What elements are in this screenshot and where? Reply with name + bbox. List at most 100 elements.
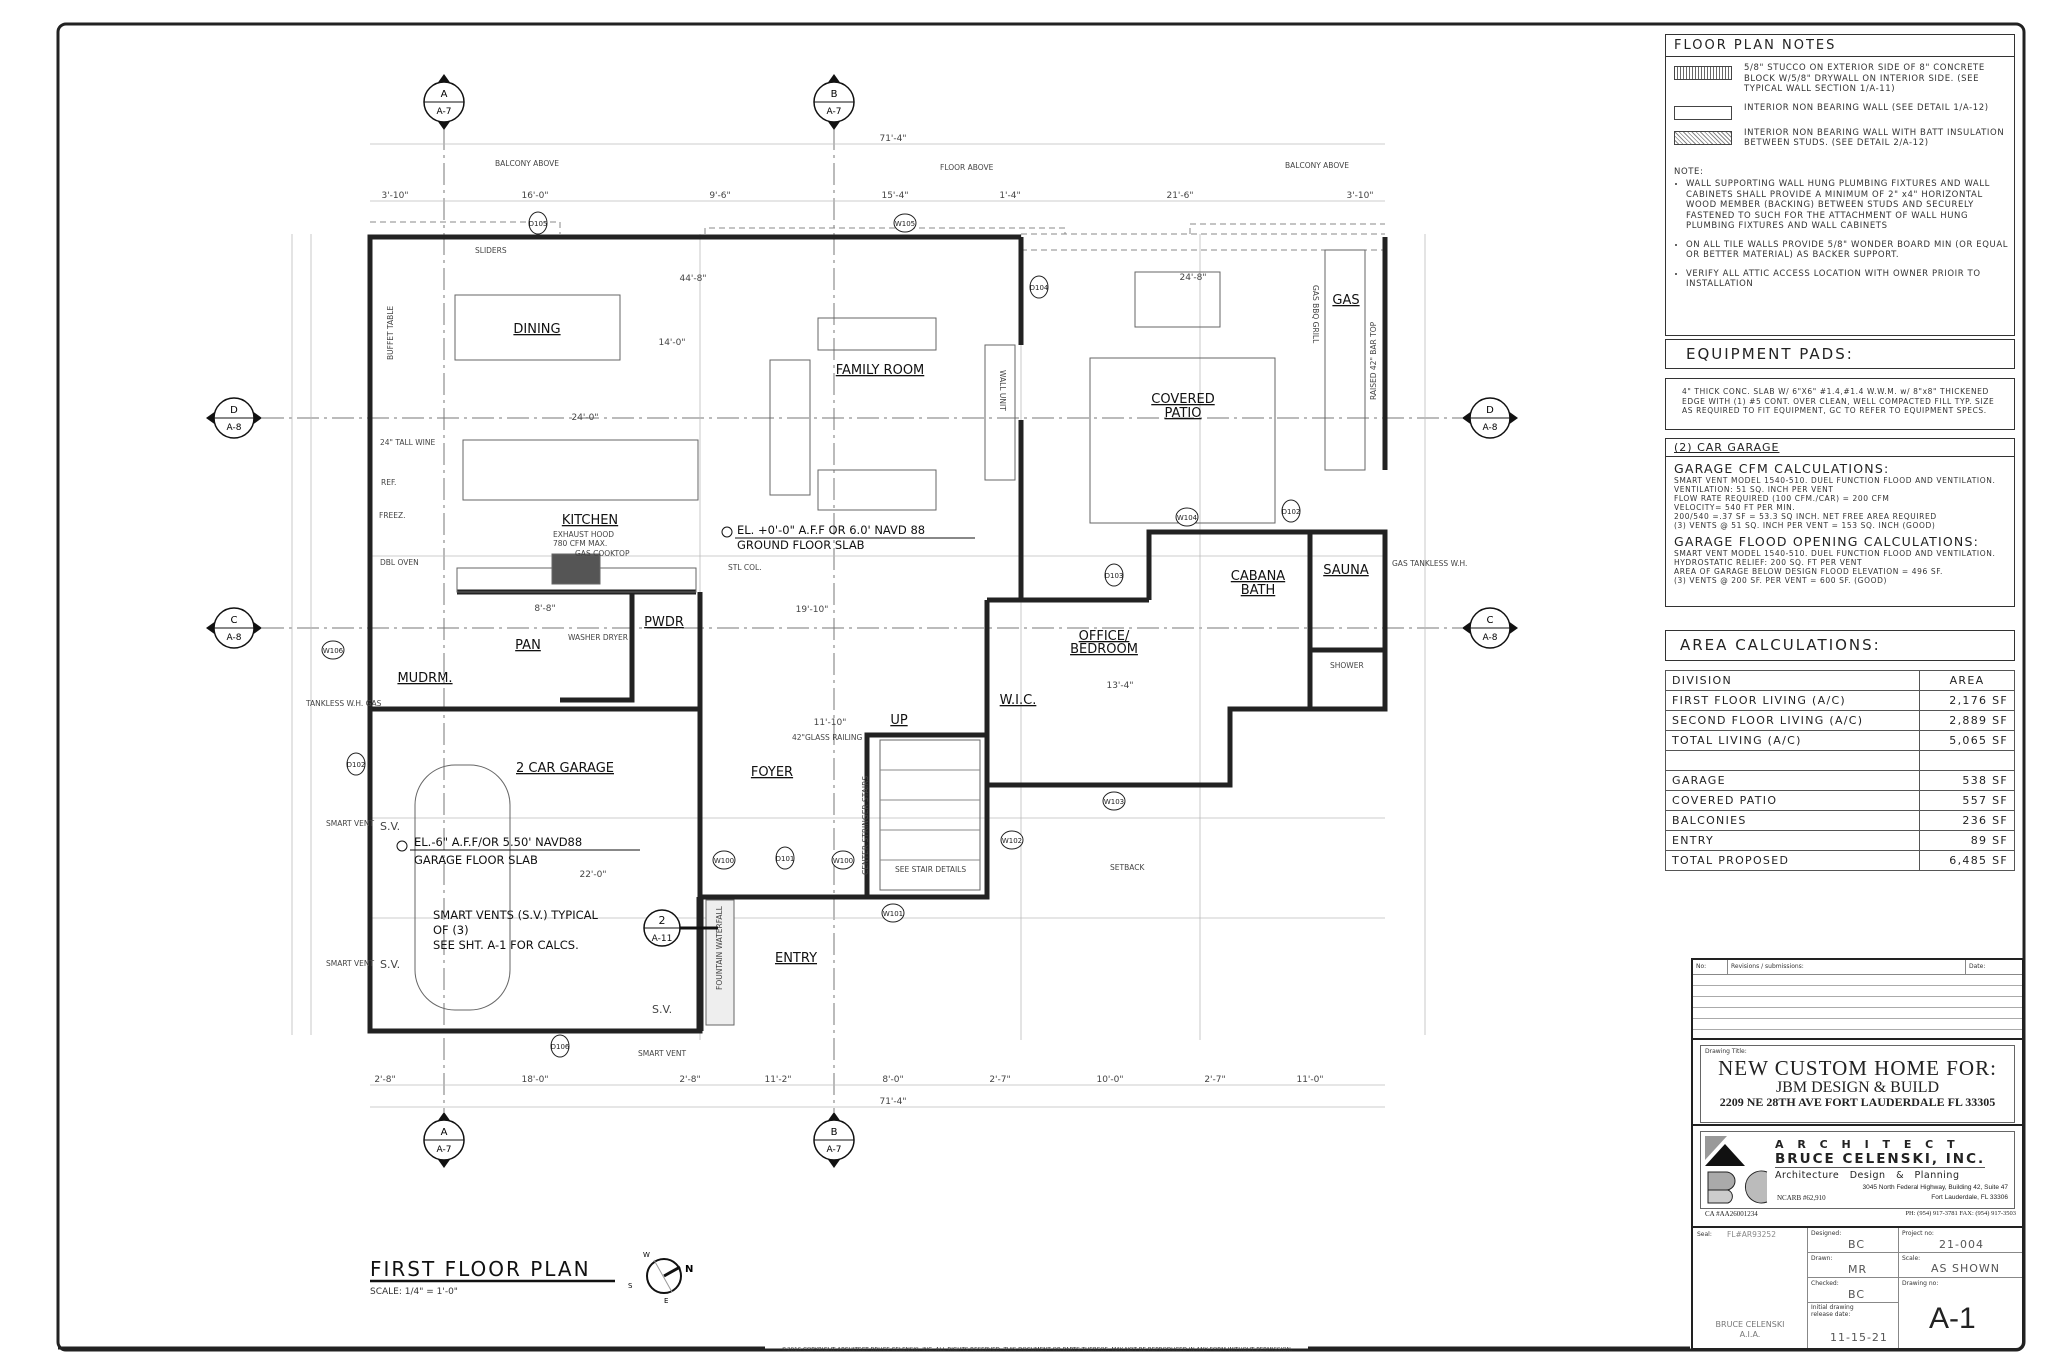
note-label: NOTE: bbox=[1674, 166, 1704, 177]
area-value: 89 SF bbox=[1919, 830, 2015, 851]
area-row bbox=[1665, 750, 2015, 771]
label-up: UP bbox=[890, 713, 908, 728]
svg-text:BEDROOM: BEDROOM bbox=[1070, 642, 1138, 657]
area-value: 538 SF bbox=[1919, 770, 2015, 791]
room-sauna: SAUNA bbox=[1323, 563, 1369, 578]
tv-wall-unit bbox=[984, 344, 1016, 481]
svg-text:24" TALL WINE: 24" TALL WINE bbox=[380, 438, 435, 447]
svg-text:8'-0": 8'-0" bbox=[882, 1075, 903, 1085]
room-pantry: PAN bbox=[515, 638, 541, 653]
window-tag: W103 bbox=[1102, 791, 1126, 811]
svg-text:10'-0": 10'-0" bbox=[1096, 1075, 1123, 1085]
sofa-front bbox=[817, 469, 937, 511]
ground-elevation: EL. +0'-0" A.F.F OR 6.0' NAVD 88 bbox=[737, 523, 925, 537]
room-office: OFFICE/ bbox=[1079, 629, 1130, 644]
svg-text:780 CFM MAX.: 780 CFM MAX. bbox=[553, 539, 607, 548]
svg-text:A-8: A-8 bbox=[1483, 423, 1498, 433]
svg-text:24'-8": 24'-8" bbox=[1179, 273, 1206, 283]
svg-text:E: E bbox=[664, 1297, 668, 1305]
cooktop bbox=[551, 553, 601, 585]
grid-bubble: CA-8 bbox=[1462, 607, 1518, 649]
cfm-title: GARAGE CFM CALCULATIONS: bbox=[1674, 461, 1890, 476]
grid-bubble: BA-7 bbox=[813, 1112, 855, 1168]
note-item: ON ALL TILE WALLS PROVIDE 5/8" WONDER BO… bbox=[1686, 240, 2014, 261]
area-division: FIRST FLOOR LIVING (A/C) bbox=[1665, 690, 1920, 711]
svg-text:W104: W104 bbox=[1177, 514, 1198, 522]
area-value bbox=[1919, 750, 2015, 771]
title-block: No: Revisions / submissions: Date: Drawi… bbox=[1691, 958, 2024, 1350]
area-row: FIRST FLOOR LIVING (A/C)2,176 SF bbox=[1665, 690, 2015, 711]
firm-name: BRUCE CELENSKI, INC. bbox=[1775, 1151, 1986, 1168]
svg-text:W102: W102 bbox=[1002, 837, 1022, 845]
kitchen-island bbox=[462, 439, 699, 501]
dimension-labels: 71'-4" 71'-4" 3'-10" 16'-0" 9'-6" 15'-4"… bbox=[374, 134, 1373, 1107]
svg-text:D103: D103 bbox=[1105, 572, 1124, 580]
legend-interior: INTERIOR NON BEARING WALL (SEE DETAIL 1/… bbox=[1674, 103, 2014, 120]
door-tag: D101 bbox=[775, 846, 795, 870]
svg-text:11'-0": 11'-0" bbox=[1296, 1075, 1323, 1085]
notes-title: FLOOR PLAN NOTES bbox=[1666, 35, 2014, 57]
svg-text:B: B bbox=[831, 89, 838, 100]
svg-text:SMART VENT: SMART VENT bbox=[326, 959, 374, 968]
svg-text:FOUNTAIN WATERFALL: FOUNTAIN WATERFALL bbox=[715, 905, 724, 990]
room-cabana-bath: CABANA bbox=[1231, 569, 1286, 584]
sofa-side bbox=[769, 359, 811, 496]
svg-text:SHOWER: SHOWER bbox=[1330, 661, 1364, 670]
batt-wall-icon bbox=[1674, 130, 1732, 145]
door-tag: D102 bbox=[1281, 499, 1301, 523]
plan-scale: SCALE: 1/4" = 1'-0" bbox=[370, 1287, 458, 1297]
room-pwdr: PWDR bbox=[644, 615, 684, 630]
grid-bubble: D A-8 bbox=[1462, 397, 1518, 439]
door-tag: D105 bbox=[528, 211, 548, 235]
svg-text:S.V.: S.V. bbox=[652, 1003, 672, 1016]
svg-text:11'-2": 11'-2" bbox=[764, 1075, 791, 1085]
drawing-title: NEW CUSTOM HOME FOR: bbox=[1718, 1056, 1997, 1080]
svg-text:2'-8": 2'-8" bbox=[374, 1075, 395, 1085]
svg-text:D: D bbox=[1486, 405, 1494, 416]
equipment-pads-text: 4" THICK CONC. SLAB W/ 6"X6" #1.4,#1.4 W… bbox=[1665, 378, 2015, 430]
sofa-back bbox=[817, 317, 937, 351]
area-value: 2,889 SF bbox=[1919, 710, 2015, 731]
door-tag: D104 bbox=[1029, 275, 1049, 299]
svg-text:B: B bbox=[831, 1127, 838, 1138]
svg-text:CENTER STRINGER STAIRS: CENTER STRINGER STAIRS bbox=[861, 776, 870, 875]
room-garage: 2 CAR GARAGE bbox=[516, 761, 614, 776]
svg-text:13'-4": 13'-4" bbox=[1106, 681, 1133, 691]
area-value: 5,065 SF bbox=[1919, 730, 2015, 751]
svg-text:A: A bbox=[441, 1127, 448, 1138]
svg-text:FLOOR ABOVE: FLOOR ABOVE bbox=[940, 163, 994, 172]
svg-text:SETBACK: SETBACK bbox=[1110, 863, 1145, 872]
svg-text:GARAGE FLOOR SLAB: GARAGE FLOOR SLAB bbox=[414, 853, 538, 867]
svg-text:FREEZ.: FREEZ. bbox=[379, 511, 406, 520]
architect-logo bbox=[1705, 1136, 1768, 1204]
svg-text:D106: D106 bbox=[551, 1043, 570, 1051]
window-tag: W104 bbox=[1175, 507, 1199, 527]
svg-text:S.V.: S.V. bbox=[380, 958, 400, 971]
patio-rug bbox=[1089, 357, 1276, 524]
room-covered-patio: COVERED bbox=[1151, 392, 1214, 407]
svg-text:OF (3): OF (3) bbox=[433, 923, 469, 937]
svg-text:22'-0": 22'-0" bbox=[579, 870, 606, 880]
plan-title: FIRST FLOOR PLAN bbox=[370, 1257, 591, 1281]
svg-text:GAS TANKLESS W.H.: GAS TANKLESS W.H. bbox=[1392, 559, 1467, 568]
seal-box: Seal: FL#AR93252 BRUCE CELENSKI A.I.A. bbox=[1693, 1228, 1808, 1348]
drawing-number: A-1 bbox=[1929, 1302, 1976, 1335]
patio-dining-table bbox=[1134, 271, 1221, 328]
svg-text:BALCONY ABOVE: BALCONY ABOVE bbox=[1285, 161, 1349, 170]
svg-text:GROUND FLOOR SLAB: GROUND FLOOR SLAB bbox=[737, 538, 865, 552]
svg-text:TANKLESS W.H. GAS: TANKLESS W.H. GAS bbox=[305, 699, 382, 708]
svg-text:BALCONY ABOVE: BALCONY ABOVE bbox=[495, 159, 559, 168]
area-division: SECOND FLOOR LIVING (A/C) bbox=[1665, 710, 1920, 731]
area-value: 236 SF bbox=[1919, 810, 2015, 831]
room-mudroom: MUDRM. bbox=[397, 671, 452, 686]
car-garage-panel: (2) CAR GARAGE GARAGE CFM CALCULATIONS: … bbox=[1665, 438, 2015, 607]
notes-list: WALL SUPPORTING WALL HUNG PLUMBING FIXTU… bbox=[1672, 179, 2014, 290]
svg-text:A-7: A-7 bbox=[437, 1145, 452, 1155]
door-tag: D103 bbox=[1104, 563, 1124, 587]
window-tag: W100 bbox=[712, 850, 736, 870]
svg-text:WALL UNIT: WALL UNIT bbox=[998, 370, 1007, 411]
elevation-target-icon bbox=[396, 840, 408, 852]
